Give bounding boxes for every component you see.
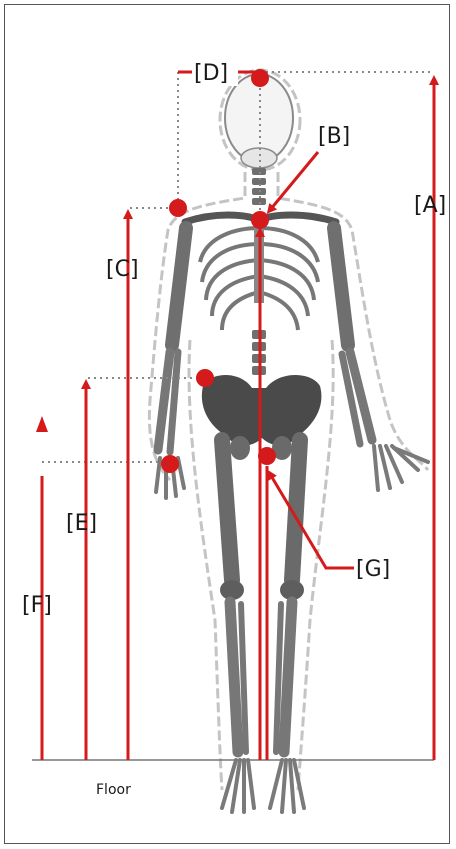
point-elbow xyxy=(196,369,214,387)
label-B: [B] xyxy=(318,124,350,149)
point-head-top xyxy=(251,69,269,87)
point-wrist xyxy=(161,455,179,473)
right-hand xyxy=(374,446,428,490)
label-D: [D] xyxy=(194,61,228,86)
feet xyxy=(222,760,304,812)
pointer-G xyxy=(270,474,354,568)
point-neck xyxy=(251,211,269,229)
point-hip xyxy=(258,447,276,465)
label-G: [G] xyxy=(356,557,390,582)
label-C: [C] xyxy=(106,257,139,282)
arrow-F-head xyxy=(36,416,48,432)
label-F: [F] xyxy=(22,593,52,618)
floor-label: Floor xyxy=(96,782,131,798)
point-shoulder xyxy=(169,199,187,217)
label-A: [A] xyxy=(414,193,446,218)
label-E: [E] xyxy=(66,511,97,536)
